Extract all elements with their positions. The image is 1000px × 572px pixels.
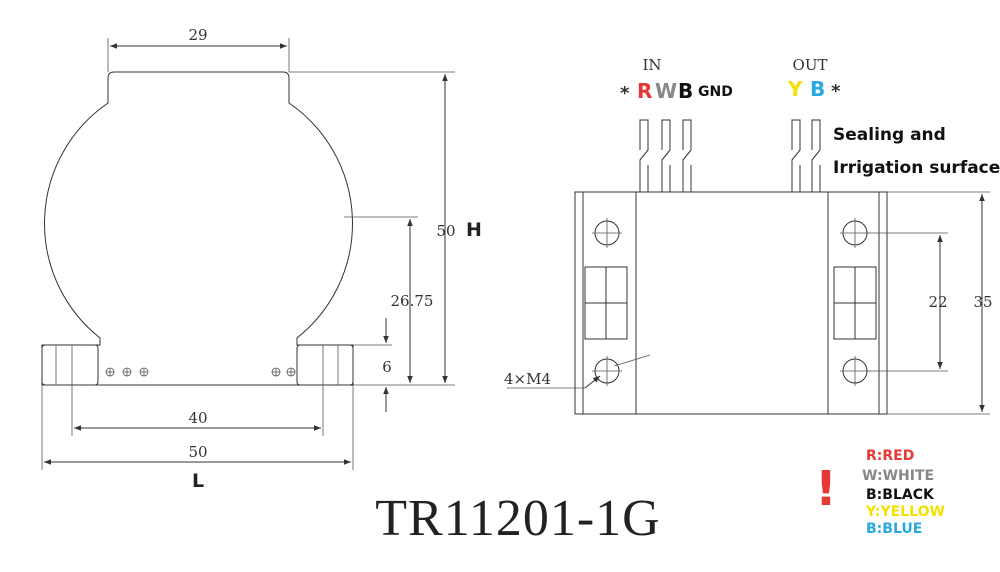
cross-slots	[584, 266, 877, 340]
dim-mount-hole-spacing: 22	[928, 293, 947, 311]
pin-circles	[105, 367, 296, 377]
length-symbol: L	[192, 470, 204, 492]
legend-item-red: R:RED	[866, 448, 914, 464]
left-foot	[41, 344, 99, 386]
dim-body-height: 35	[973, 293, 992, 311]
out-b-label: B	[810, 77, 825, 101]
in-leads	[639, 119, 692, 192]
dim-height: 50	[436, 222, 455, 240]
side-view: 29 50 H 26.75 6 40 50 L	[41, 26, 482, 492]
legend-item-black: B:BLACK	[866, 487, 935, 503]
mounting-holes	[592, 218, 870, 386]
color-legend: ! R:RED W:WHITE B:BLACK Y:YELLOW B:BLUE	[815, 448, 945, 537]
legend-item-yellow: Y:YELLOW	[865, 504, 945, 520]
gnd-label: GND	[698, 84, 733, 100]
right-foot	[296, 344, 354, 386]
top-view-body	[574, 191, 888, 415]
height-symbol: H	[466, 219, 482, 241]
sealing-label-line2: Irrigation surface	[833, 158, 1000, 178]
legend-item-white: W:WHITE	[862, 468, 934, 484]
legend-item-blue: B:BLUE	[866, 521, 922, 537]
dim-base-height: 6	[382, 358, 392, 376]
in-w-label: W	[655, 79, 677, 103]
top-view: IN OUT * R W B GND Y B * Sealing and Irr…	[504, 56, 1000, 415]
dim-hole-spacing: 40	[188, 409, 207, 427]
model-number: TR11201-1G	[375, 490, 660, 547]
in-r-label: R	[637, 79, 652, 103]
out-leads	[791, 119, 821, 192]
dim-center-height: 26.75	[391, 292, 434, 310]
in-b-label: B	[678, 79, 693, 103]
out-polarity-star: *	[831, 81, 841, 102]
side-view-body-outline	[41, 71, 354, 386]
sealing-label-line1: Sealing and	[833, 125, 946, 145]
screw-spec: 4×M4	[504, 370, 551, 388]
dim-base-width: 50	[188, 443, 207, 461]
warning-icon: !	[815, 461, 837, 517]
out-y-label: Y	[787, 77, 803, 101]
in-polarity-star: *	[620, 83, 630, 104]
out-label: OUT	[793, 56, 828, 74]
dim-top-width: 29	[188, 26, 207, 44]
in-label: IN	[642, 56, 661, 74]
